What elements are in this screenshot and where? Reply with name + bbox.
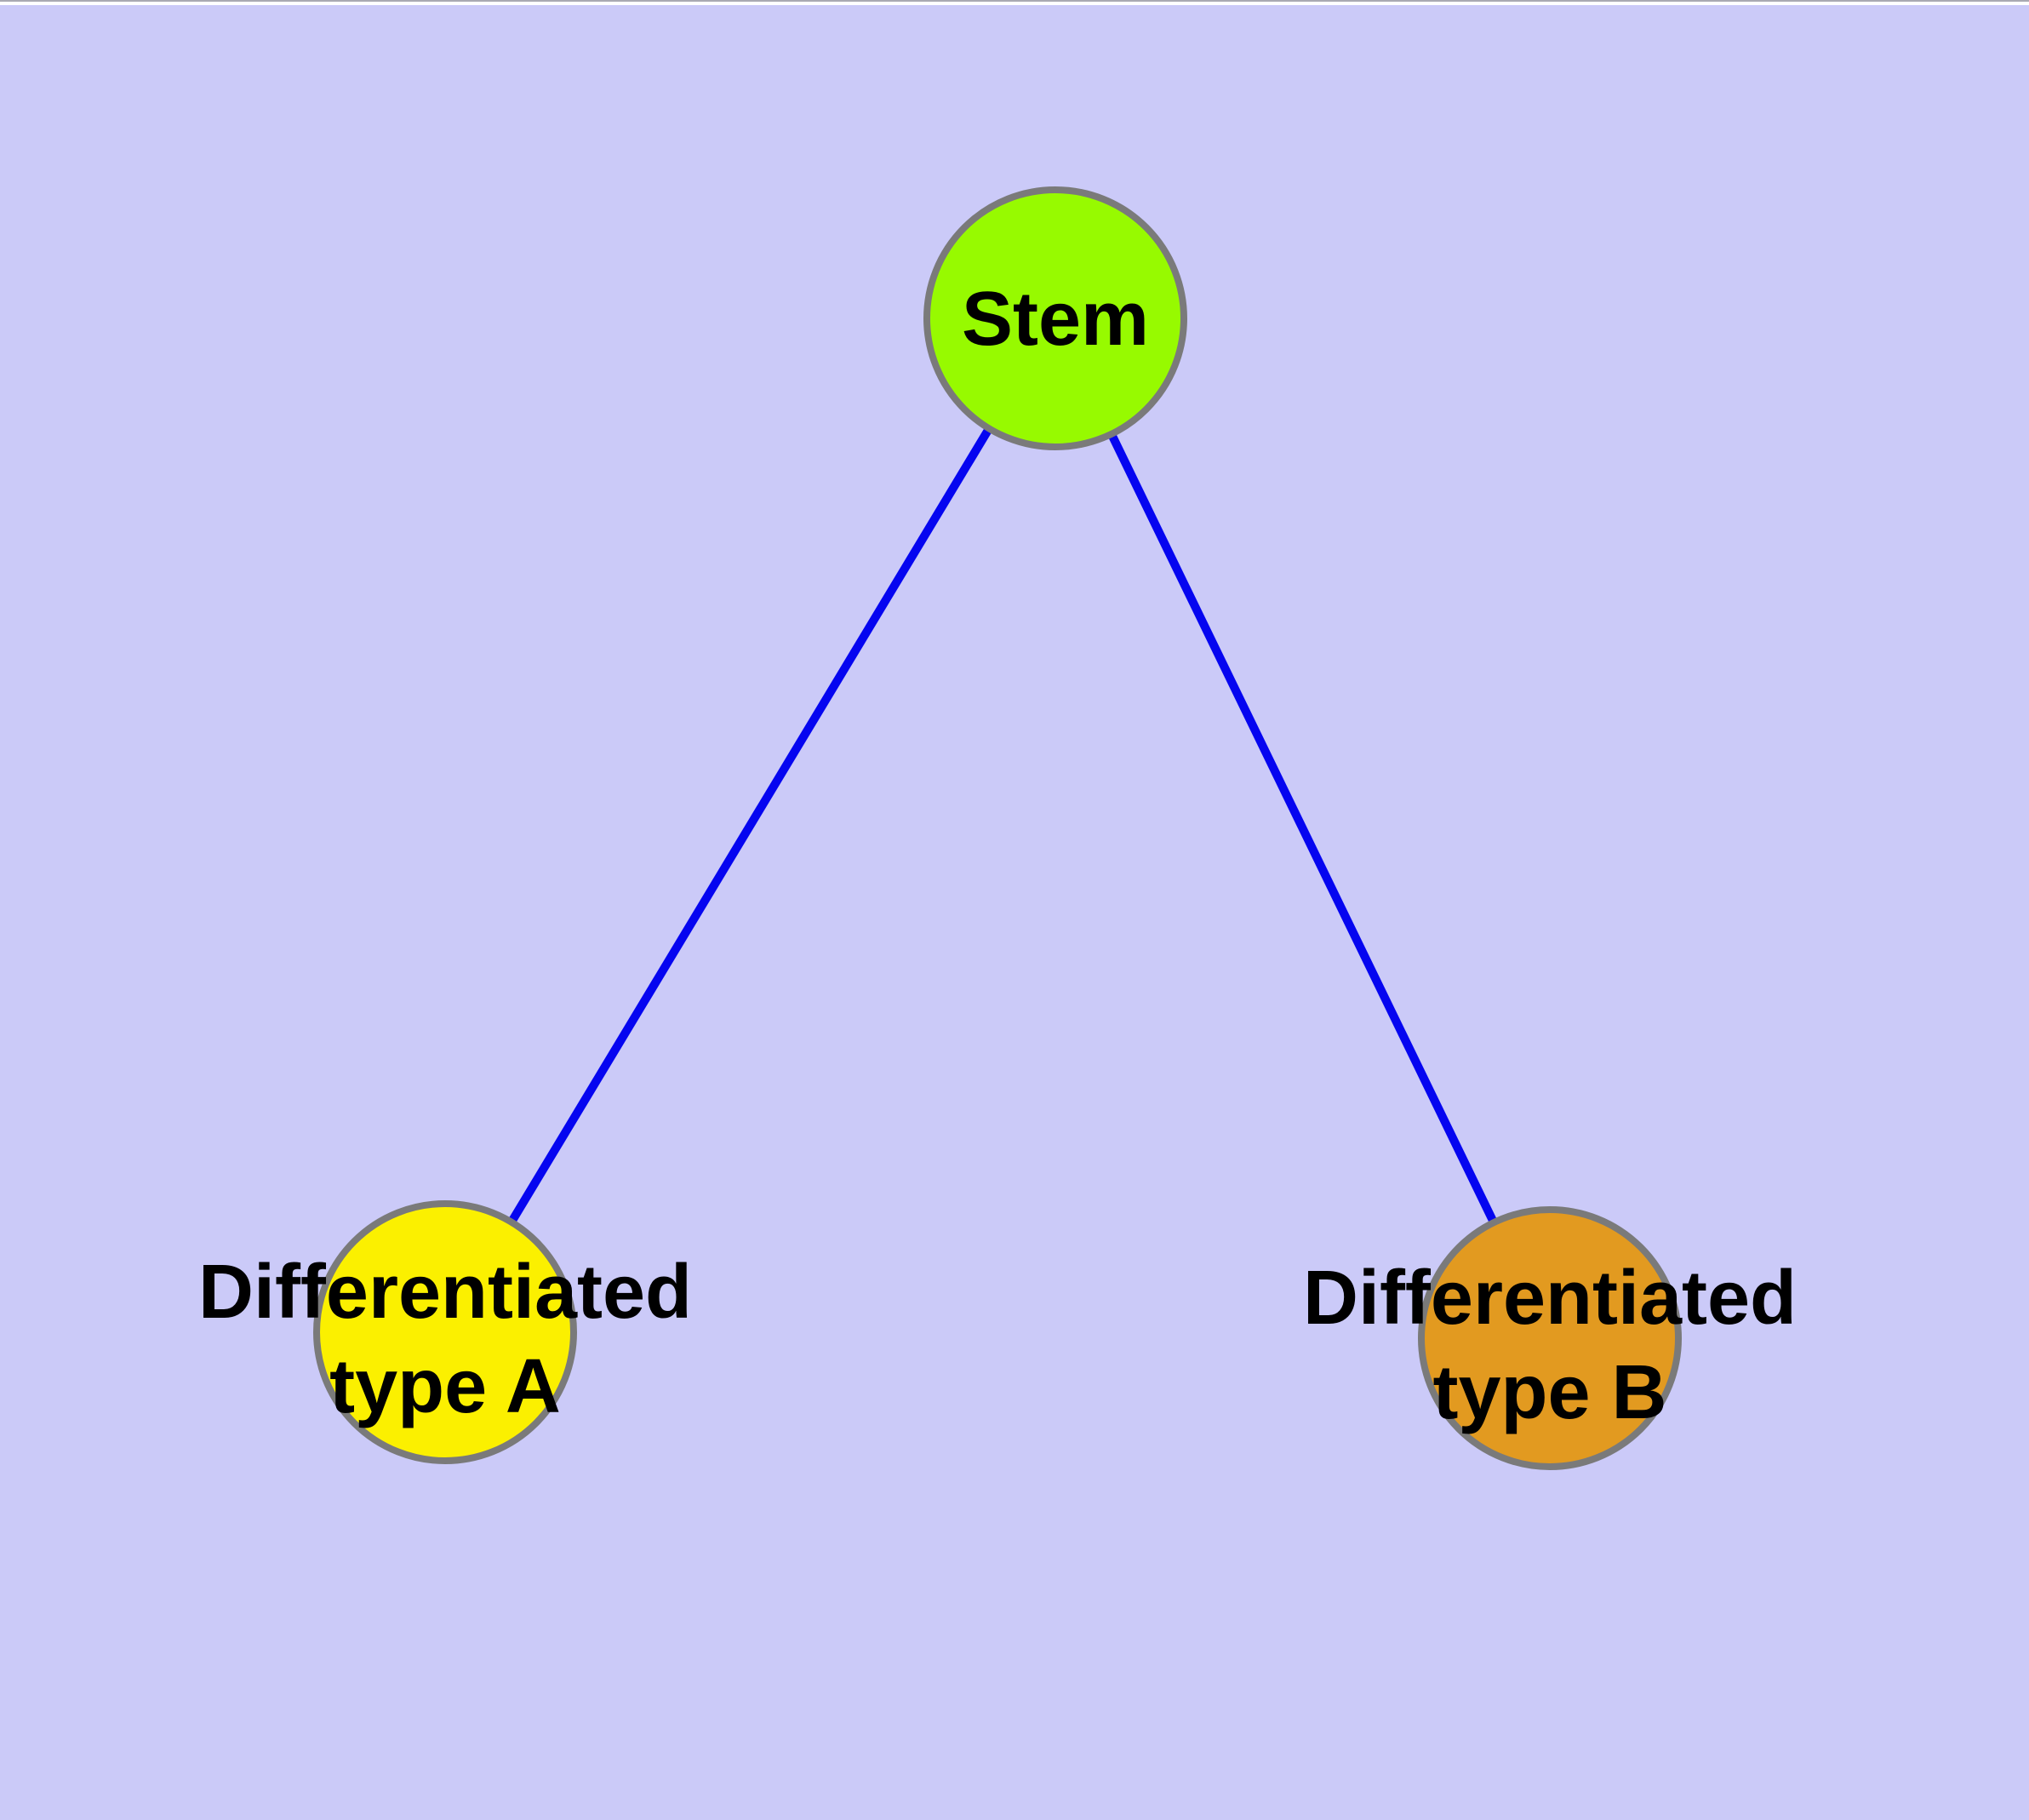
node-stem: [923, 186, 1187, 450]
node-type-a-label-line2: type A: [329, 1344, 561, 1429]
node-type-a-label-line1: Differentiated: [198, 1250, 692, 1335]
edge-stem-to-type-a: [441, 316, 1060, 1335]
node-type-a: [313, 1200, 577, 1464]
top-window-strip: [0, 0, 2029, 5]
node-type-b: [1418, 1206, 1682, 1470]
edge-stem-to-type-b: [1051, 316, 1554, 1341]
node-type-b-label-line2: type B: [1432, 1350, 1666, 1435]
node-stem-label: Stem: [962, 277, 1149, 362]
node-type-b-label-line1: Differentiated: [1303, 1256, 1797, 1341]
